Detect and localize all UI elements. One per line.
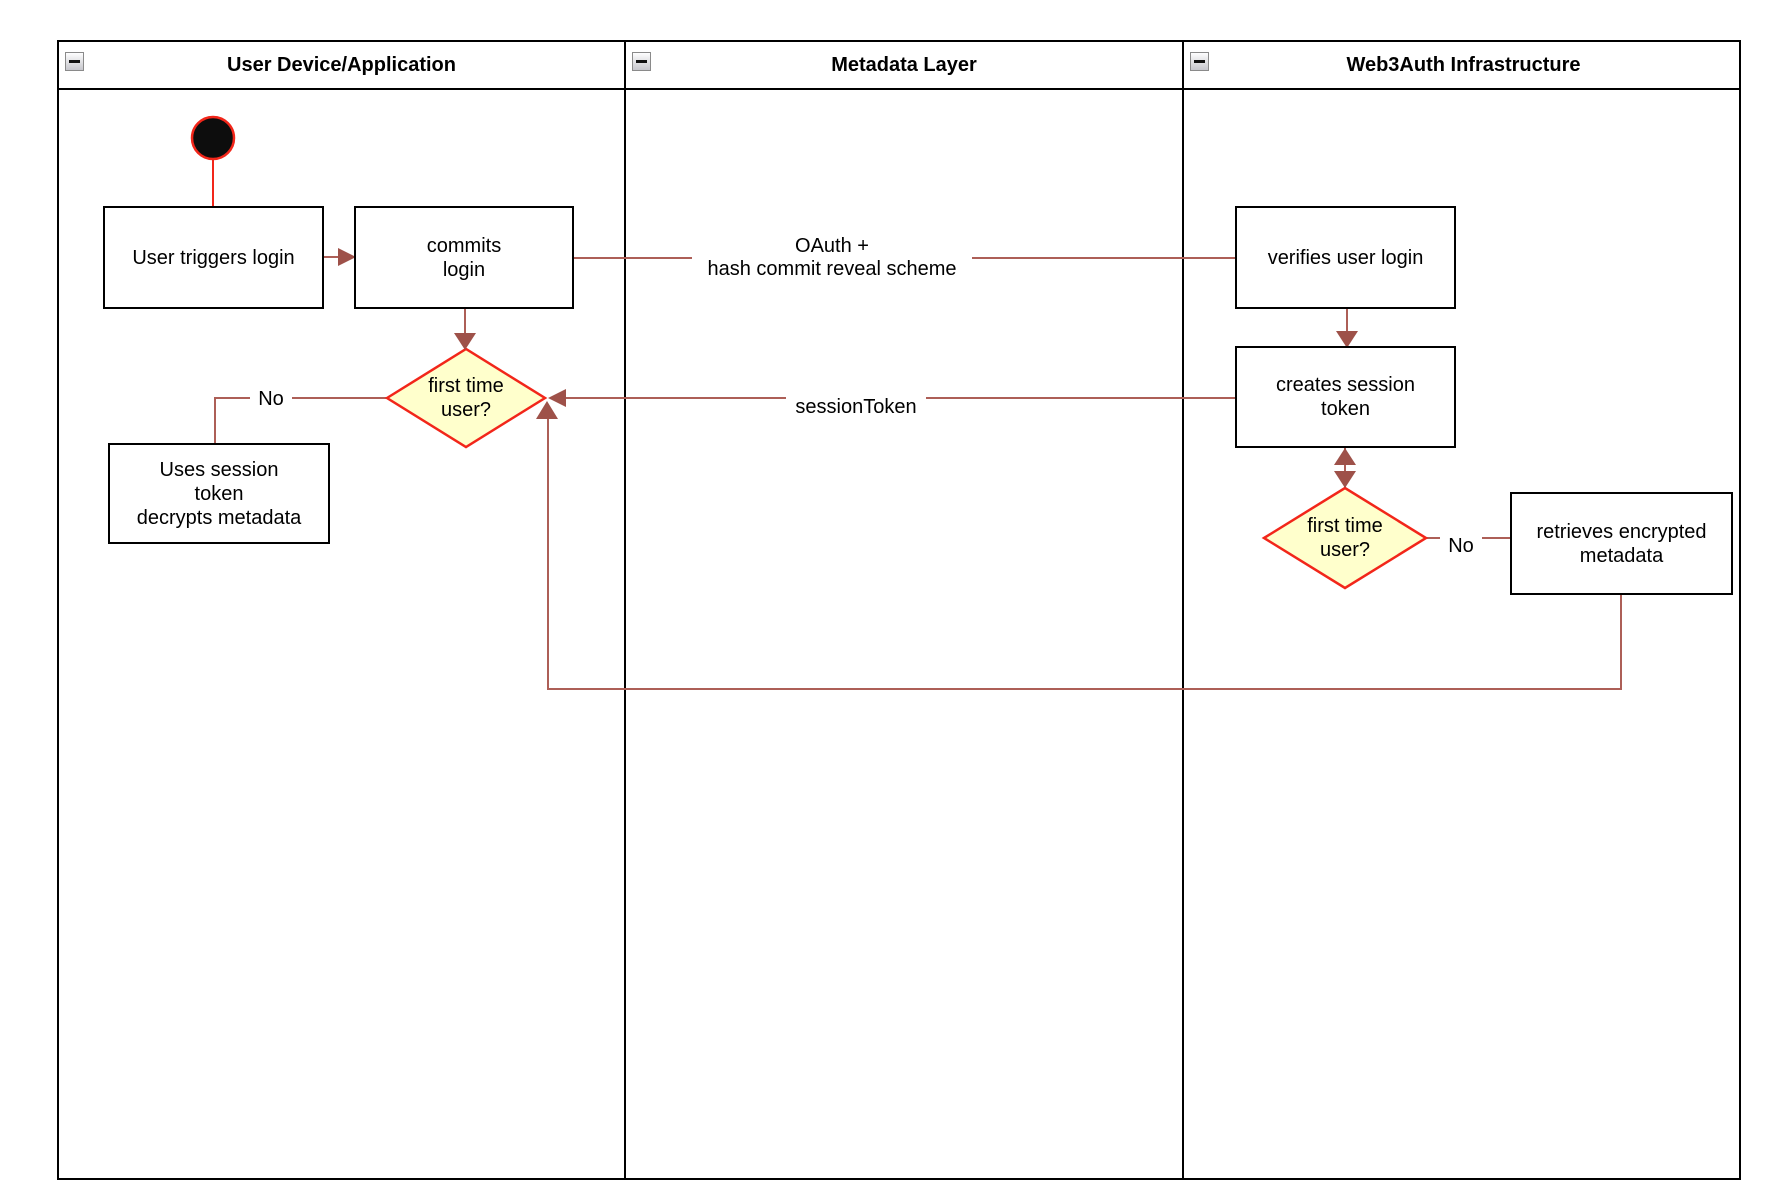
edge-label-line: OAuth + (795, 235, 869, 257)
arrowhead-left-icon (548, 389, 566, 407)
decision-label-line: user? (440, 399, 492, 421)
node-label: Uses session (159, 458, 279, 481)
node-uses-session-token[interactable]: Uses session token decrypts metadata (108, 443, 330, 544)
pool-frame (57, 40, 1741, 1180)
node-commits-login[interactable]: commits login (354, 206, 574, 309)
node-label: token (1321, 398, 1370, 420)
decision-label-infra: first time user? (1275, 514, 1415, 562)
decision-first-time-user-infra[interactable] (1261, 486, 1429, 590)
node-label: token (194, 482, 244, 505)
decision-label-line: first time (1307, 515, 1383, 537)
collapse-lane-button[interactable] (65, 52, 84, 71)
edge-label-line: hash commit reveal scheme (707, 258, 957, 280)
node-retrieves-encrypted-metadata[interactable]: retrieves encrypted metadata (1510, 492, 1733, 595)
arrowhead-up-icon (536, 401, 558, 419)
minus-icon (1194, 60, 1205, 63)
node-label: verifies user login (1267, 246, 1424, 269)
collapse-lane-button[interactable] (632, 52, 651, 71)
node-label: metadata (1579, 544, 1664, 567)
edge-return-loop (547, 418, 1622, 690)
edge-no-to-uses-session (214, 397, 387, 443)
start-node[interactable] (190, 115, 236, 161)
edge-label-oauth: OAuth + hash commit reveal scheme (692, 233, 972, 283)
arrowhead-down-icon (454, 333, 476, 350)
decision-label-user-device: first time user? (396, 374, 536, 422)
minus-icon (636, 60, 647, 63)
lane-divider-2 (1182, 40, 1184, 1180)
arrowhead-down-icon (1334, 471, 1356, 488)
edge-label-no-infra: No (1440, 535, 1482, 557)
lane-title-metadata-layer: Metadata Layer (831, 53, 977, 76)
decision-label-line: first time (428, 375, 504, 397)
arrowhead-down-icon (1336, 331, 1358, 348)
lane-divider-1 (624, 40, 626, 1180)
node-label: User triggers login (132, 246, 295, 269)
decision-first-time-user-device[interactable] (384, 347, 548, 449)
decision-label-line: user? (1319, 539, 1371, 561)
lane-title-web3auth: Web3Auth Infrastructure (1346, 53, 1581, 76)
node-user-triggers-login[interactable]: User triggers login (103, 206, 324, 309)
node-verifies-user-login[interactable]: verifies user login (1235, 206, 1456, 309)
lane-header-separator (57, 88, 1741, 90)
edge-label-session-token: sessionToken (786, 395, 926, 420)
lane-title-user-device: User Device/Application (227, 53, 456, 76)
arrowhead-right-icon (338, 248, 356, 266)
node-label: retrieves encrypted (1536, 520, 1707, 543)
minus-icon (69, 60, 80, 63)
node-creates-session-token[interactable]: creates session token (1235, 346, 1456, 448)
node-label: creates session (1276, 374, 1415, 396)
collapse-lane-button[interactable] (1190, 52, 1209, 71)
arrowhead-up-icon (1334, 448, 1356, 465)
edge-label-no-user: No (250, 388, 292, 410)
node-label: commits (426, 234, 502, 257)
node-label: login (442, 258, 486, 281)
node-label: decrypts metadata (136, 506, 302, 529)
